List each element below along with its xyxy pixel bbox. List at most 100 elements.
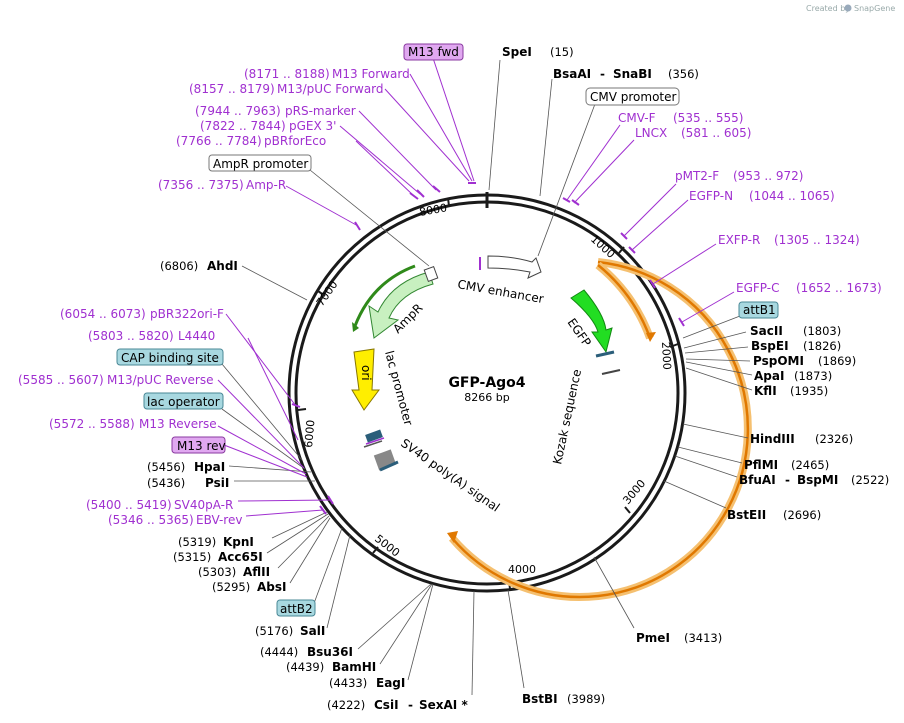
ampr-dark-arc xyxy=(353,264,416,327)
spei-label: SpeI xyxy=(502,45,532,59)
kpni-pos: (5319) xyxy=(178,535,216,549)
bstbi-label: BstBI xyxy=(522,692,558,706)
aflii-pos: (5303) xyxy=(198,565,236,579)
csii-label: CsiI xyxy=(374,698,399,712)
m13fwd-text: M13 fwd xyxy=(408,45,459,59)
pbr322-label: pBR322ori-F xyxy=(150,307,224,321)
pmt2f-pos: (953 .. 972) xyxy=(733,169,803,183)
egfpn-pos: (1044 .. 1065) xyxy=(749,189,835,203)
cmv-enhancer-label: CMV enhancer xyxy=(456,277,544,306)
cmv-enhancer-arrow xyxy=(487,255,542,279)
tick-2000: 2000 xyxy=(659,341,673,370)
apai-pos: (1873) xyxy=(794,369,832,383)
pmei-pos: (3413) xyxy=(684,631,722,645)
hpai-label: HpaI xyxy=(194,460,225,474)
ampr-promoter-box xyxy=(208,154,312,172)
egfpc-label: EGFP-C xyxy=(736,281,779,295)
psppomi-pos: (1869) xyxy=(818,354,856,368)
kfli-label: KflI xyxy=(754,384,777,398)
lacop-box xyxy=(143,392,224,410)
pmt2f-label: pMT2-F xyxy=(675,169,719,183)
m13reverse-label: M13 Reverse xyxy=(139,417,217,431)
egfpn-label: EGFP-N xyxy=(689,189,733,203)
egfp-label: EGFP xyxy=(565,316,594,349)
kpni-label: KpnI xyxy=(223,535,254,549)
pbrforeco-pos: (7766 .. 7784) xyxy=(176,134,262,148)
sacii-pos: (1803) xyxy=(803,324,841,338)
bfuai-label: BfuAI xyxy=(739,473,776,487)
m13pucrev-pos: (5585 .. 5607) xyxy=(18,373,104,387)
lac-small-elements xyxy=(363,429,399,472)
ahdi-label: AhdI xyxy=(207,259,238,273)
tick-marks xyxy=(297,197,679,590)
exfpr-label: EXFP-R xyxy=(718,233,760,247)
orf-arrow-head xyxy=(447,531,458,543)
sali-pos: (5176) xyxy=(255,624,293,638)
eagi-pos: (4433) xyxy=(329,676,367,690)
plasmid-name: GFP-Ago4 xyxy=(448,375,525,391)
psii-pos: (5436) xyxy=(147,476,185,490)
lncx-label: LNCX xyxy=(635,126,667,140)
orf-arc-core xyxy=(451,260,750,599)
snapgene-logo-icon xyxy=(844,4,852,12)
prs-pos: (7944 .. 7963) xyxy=(195,104,281,118)
tick-8000: 8000 xyxy=(418,201,448,219)
apai-label: ApaI xyxy=(754,369,784,383)
lncx-pos: (581 .. 605) xyxy=(681,126,751,140)
m13fwd-box xyxy=(403,43,464,61)
acc65i-label: Acc65I xyxy=(218,550,263,564)
sv40par-pos: (5400 .. 5419) xyxy=(86,498,172,512)
bspei-pos: (1826) xyxy=(803,339,841,353)
bsaai-dash: - xyxy=(600,67,605,81)
l4440-label: L4440 xyxy=(178,329,215,343)
ampr-promoter-text: AmpR promoter xyxy=(213,157,308,171)
bsu36i-pos: (4444) xyxy=(260,645,298,659)
tick-6000: 6000 xyxy=(302,419,317,448)
m13pucfwd-pos: (8157 .. 8179) xyxy=(189,82,275,96)
bspei-label: BspEI xyxy=(751,339,789,353)
eagi-label: EagI xyxy=(376,676,405,690)
kozak-label: Kozak sequence xyxy=(550,368,584,466)
hpai-pos: (5456) xyxy=(147,460,185,474)
tick-1000: 1000 xyxy=(588,233,618,261)
ahdi-pos: (6806) xyxy=(160,259,198,273)
absi-pos: (5295) xyxy=(212,580,250,594)
ori-arrow xyxy=(351,348,380,411)
hindiii-label: HindIII xyxy=(750,432,795,446)
sali-label: SalI xyxy=(300,624,325,638)
attb1-text: attB1 xyxy=(743,303,776,317)
pflmi-label: PflMI xyxy=(744,458,778,472)
csii-dash: - xyxy=(408,698,413,712)
ampr-arrow xyxy=(368,271,434,339)
bamhi-pos: (4439) xyxy=(286,660,324,674)
psii-label: PsiI xyxy=(205,476,229,490)
psppomi-label: PspOMI xyxy=(753,354,804,368)
lacop-text: lac operator xyxy=(147,395,220,409)
ebvrev-pos: (5346 .. 5365) xyxy=(108,513,194,527)
pmei-label: PmeI xyxy=(636,631,670,645)
bamhi-label: BamHI xyxy=(332,660,376,674)
cap-text: CAP binding site xyxy=(121,351,219,365)
pgex3-pos: (7822 .. 7844) xyxy=(200,119,286,133)
lac-promoter-label: lac promoter xyxy=(382,349,415,427)
tick-4000: 4000 xyxy=(508,563,536,576)
cmvf-label: CMV-F xyxy=(618,111,656,125)
prs-label: pRS-marker xyxy=(285,104,356,118)
bstbi-pos: (3989) xyxy=(567,692,605,706)
cmv-promoter-box xyxy=(585,87,680,106)
bsteii-pos: (2696) xyxy=(783,508,821,522)
ampr-primer-label: Amp-R xyxy=(246,178,286,192)
sv40-label: SV40 poly(A) signal xyxy=(398,436,502,515)
cmv-promoter-text: CMV promoter xyxy=(590,90,677,104)
bfuai-pos: (2522) xyxy=(851,473,889,487)
cap-box xyxy=(116,348,224,366)
ebvrev-label: EBV-rev xyxy=(196,513,242,527)
egfpc-pos: (1652 .. 1673) xyxy=(796,281,882,295)
bspmi-label: BspMI xyxy=(797,473,838,487)
aflii-label: AflII xyxy=(243,565,270,579)
egfp-arrow xyxy=(570,289,613,354)
m13forward-pos: (8171 .. 8188) xyxy=(244,67,330,81)
ampr-promoter-mark xyxy=(423,266,439,282)
credit-brand: SnapGene xyxy=(854,4,895,13)
spei-pos: (15) xyxy=(550,45,574,59)
